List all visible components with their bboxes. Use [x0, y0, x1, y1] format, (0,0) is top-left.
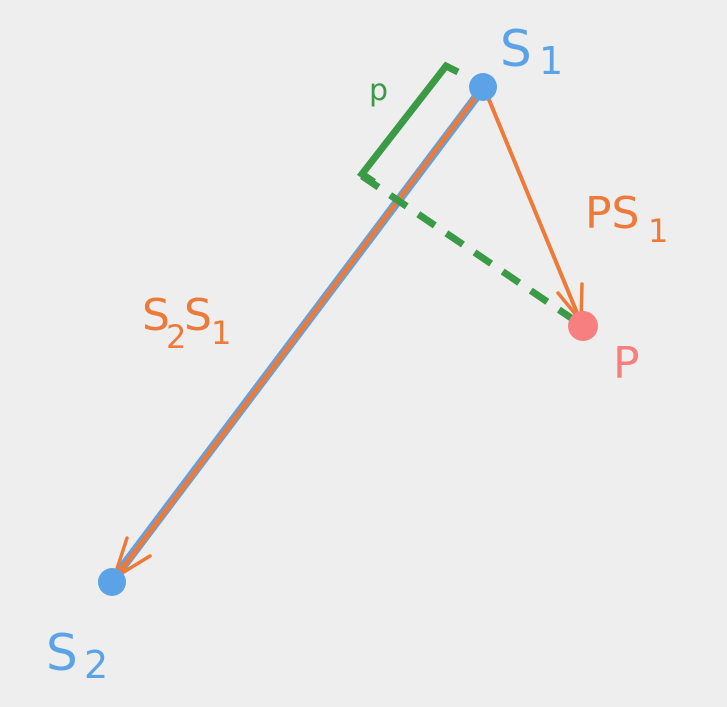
perpendicular-dashed-line — [360, 173, 582, 327]
point-s2 — [98, 568, 126, 596]
point-p — [568, 311, 598, 341]
projection-bracket — [356, 61, 460, 185]
vector-ps1 — [483, 88, 582, 322]
label-p: P — [613, 338, 640, 389]
point-s1 — [469, 73, 497, 101]
label-projection: p — [369, 73, 388, 108]
label-s2s1: S2S1 — [142, 290, 231, 356]
vector-s2s1 — [113, 87, 484, 580]
